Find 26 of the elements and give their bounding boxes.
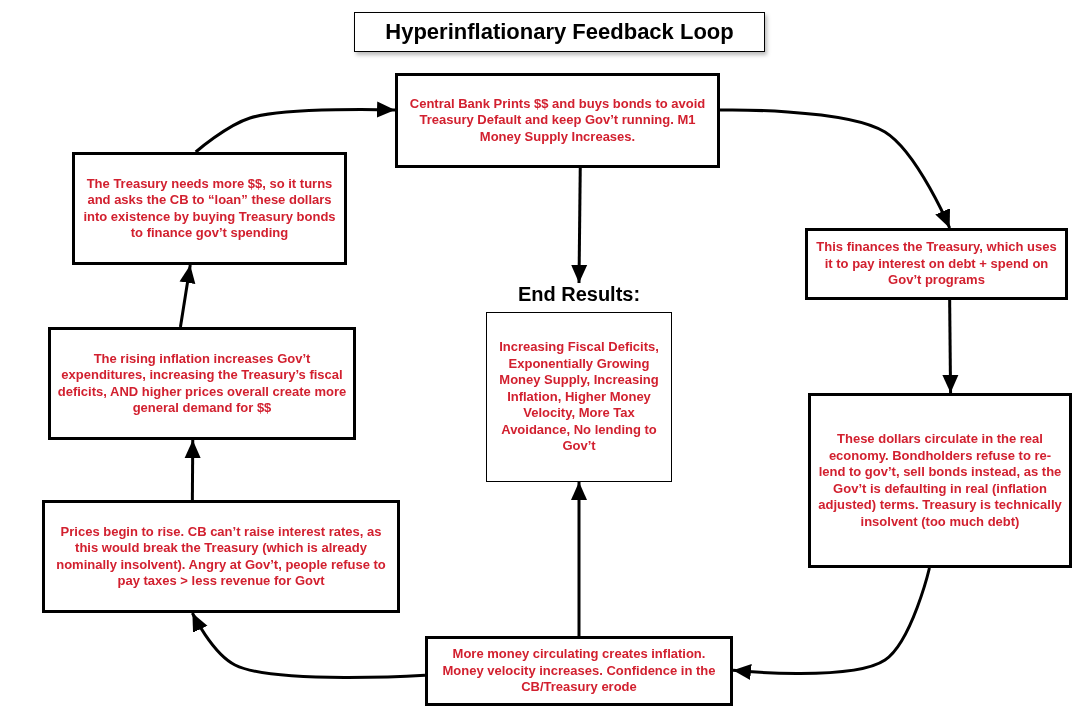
arrow	[571, 482, 587, 636]
step-text: These dollars circulate in the real economy. Bondholders refuse to re-lend to gov’t, sell bonds instead, as the Gov’t is defaulting in real (inflation adjusted) terms. Treasury is technically insolvent (too much debt)	[817, 431, 1063, 530]
process-box	[48, 327, 356, 440]
process-box	[805, 228, 1068, 300]
step-text: This finances the Treasury, which uses it to pay interest on debt + spend on Gov’t programs	[815, 239, 1058, 289]
step-text: Central Bank Prints $$ and buys bonds to avoid Treasury Default and keep Gov’t running. M1 Money Supply Increases.	[408, 95, 707, 146]
step-text: The Treasury needs more $$, so it turns and asks the CB to “loan” these dollars into existence by buying Treasury bonds to finance gov’t spending	[82, 175, 337, 242]
process-box	[808, 393, 1072, 568]
result-box: Increasing Fiscal Deficits, Exponentially Growing Money Supply, Increasing Inflation, Higher Money Velocity, More Tax Avoidance, No lending to Gov’t	[486, 312, 672, 482]
step-text: The rising inflation increases Gov’t expenditures, increasing the Treasury’s fiscal deficits, AND higher prices overall create more general demand for $$	[57, 350, 347, 417]
heading: End Results:	[516, 283, 642, 306]
arrow	[178, 264, 196, 328]
arrow	[191, 612, 426, 679]
arrow	[571, 168, 588, 283]
arrow	[720, 108, 952, 229]
step-text: More money circulating creates inflation. Money velocity increases. Confidence in the CB/Treasury erode	[441, 646, 717, 696]
arrow	[184, 440, 201, 500]
arrow	[942, 300, 959, 393]
arrow	[732, 567, 931, 680]
arrow	[194, 101, 396, 154]
step-text: Prices begin to rise. CB can’t raise interest rates, as this would break the Treasury (which is already nominally insolvent). Angry at Gov’t, people refuse to pay taxes > less revenue for Govt	[55, 523, 387, 590]
process-box	[72, 152, 347, 265]
process-box	[395, 73, 720, 168]
title: Hyperinflationary Feedback Loop	[354, 12, 765, 52]
process-box	[42, 500, 400, 613]
process-box	[425, 636, 733, 706]
